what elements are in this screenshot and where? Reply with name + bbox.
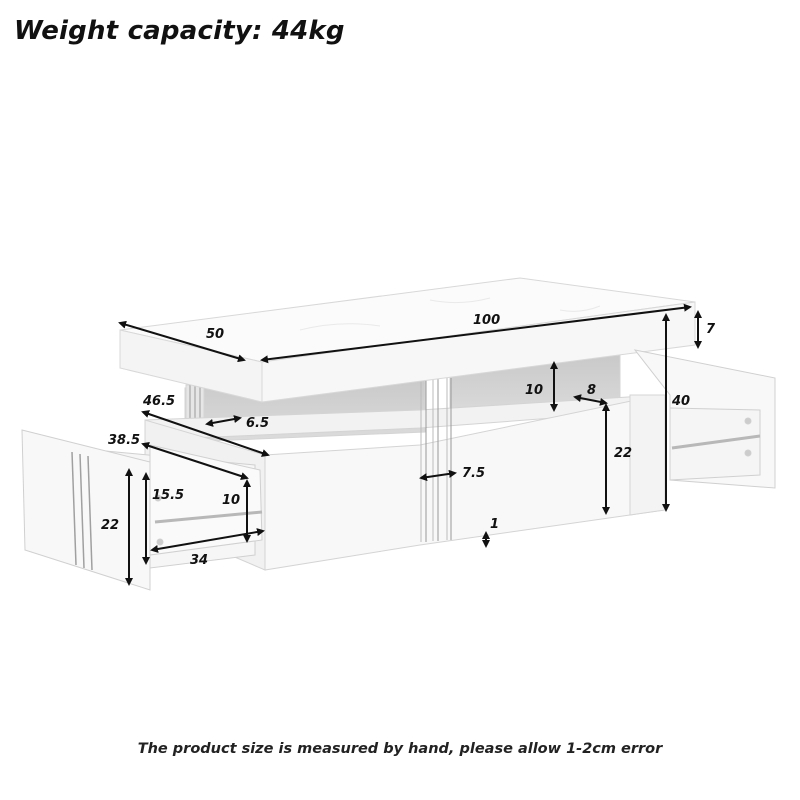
dim-height: 40 [671, 394, 690, 409]
dim-leg-clearance: 1 [490, 517, 499, 532]
dimension-labels: 50 100 7 40 10 8 22 7.5 1 46.5 6.5 38.5 … [101, 313, 716, 568]
dim-drawer-width: 34 [190, 553, 208, 568]
dim-drawer-side-height: 15.5 [152, 488, 184, 503]
dim-drawer-depth: 38.5 [108, 433, 140, 448]
dim-shelf-height: 10 [525, 383, 543, 398]
dim-shelf-inset: 8 [587, 383, 596, 398]
dimension-lines [118, 303, 702, 586]
dim-depth: 50 [206, 327, 224, 342]
dim-top-thickness: 7 [706, 322, 716, 337]
right-drawer [633, 349, 776, 489]
dim-groove-width: 7.5 [462, 466, 485, 481]
dim-drawer-front-height: 22 [101, 518, 119, 533]
dim-length: 100 [473, 313, 500, 328]
dim-inner-depth: 46.5 [142, 394, 175, 409]
dim-cabinet-height: 22 [614, 446, 632, 461]
weight-capacity-title: Weight capacity: 44kg [14, 16, 345, 46]
dim-shelf-side-width: 6.5 [246, 416, 269, 431]
dim-drawer-inner-height: 10 [222, 493, 240, 508]
measurement-disclaimer: The product size is measured by hand, pl… [137, 741, 663, 757]
